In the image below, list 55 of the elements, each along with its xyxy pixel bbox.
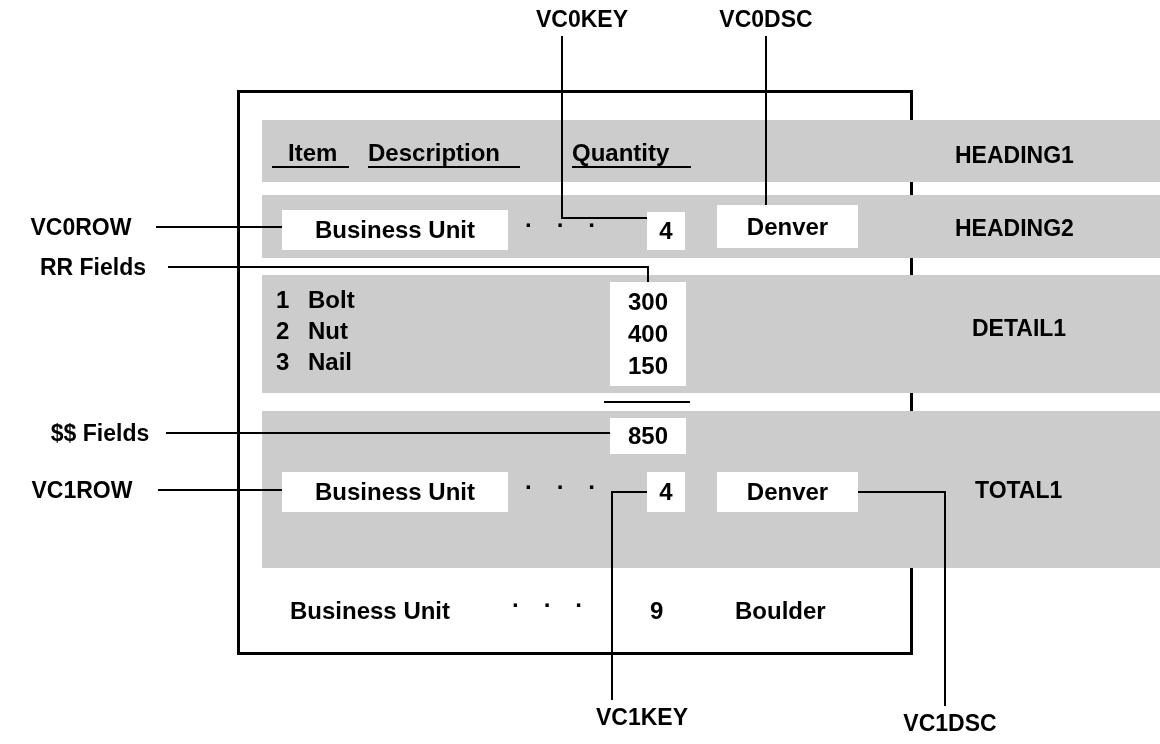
field-value: Business Unit (315, 215, 475, 245)
ellipsis-dots: · · · (525, 472, 597, 502)
row-text: Nut (308, 318, 348, 344)
leader-label: VC1ROW (6, 474, 158, 506)
field-box (282, 472, 508, 512)
leader-label: VC1KEY (572, 700, 712, 734)
field-value: 400 (627, 319, 668, 349)
leader-line (765, 35, 767, 206)
ellipsis-dots: · · · (525, 210, 597, 240)
row-text: 2 (276, 318, 290, 344)
leader-label: VC0ROW (6, 210, 156, 244)
field-box (282, 210, 508, 250)
leader-line (157, 489, 283, 491)
leader-label: RR Fields (18, 252, 168, 282)
section-name: HEADING2 (955, 217, 1074, 240)
row-text: Boulder (735, 598, 826, 624)
field-box (610, 418, 686, 454)
row-text: Nail (308, 349, 352, 375)
field-value: 300 (627, 287, 668, 317)
row-text: Business Unit (290, 598, 451, 624)
leader-line (167, 266, 649, 283)
leader-label: VC0KEY (520, 2, 644, 36)
leader-line (165, 432, 611, 434)
section-band (262, 120, 1160, 182)
row-text: 1 (276, 287, 290, 313)
leader-line (561, 35, 648, 219)
field-value: 150 (627, 351, 668, 381)
field-box (717, 472, 858, 512)
leader-label: VC0DSC (704, 2, 828, 36)
field-box (717, 205, 858, 248)
column-heading: Description (368, 140, 521, 168)
leader-label: VC1DSC (880, 706, 1020, 740)
field-value: Business Unit (315, 477, 475, 507)
row-text: Bolt (308, 287, 355, 313)
leader-line (155, 226, 283, 228)
field-value: Denver (746, 211, 829, 242)
ellipsis-dots: · · · (512, 590, 584, 620)
section-name: HEADING1 (955, 144, 1074, 167)
leader-label: $$ Fields (34, 418, 166, 448)
column-heading: Item (272, 140, 350, 168)
section-name: DETAIL1 (972, 317, 1067, 340)
row-text: 3 (276, 349, 290, 375)
field-box (610, 282, 686, 386)
field-value: 4 (659, 216, 673, 246)
field-value: 850 (627, 421, 668, 451)
section-band (262, 275, 1160, 393)
section-name: TOTAL1 (975, 479, 1063, 502)
field-box (647, 472, 685, 512)
field-box (647, 212, 685, 250)
row-text: 9 (650, 598, 664, 624)
leader-line (611, 491, 648, 701)
field-value: Denver (746, 477, 829, 507)
leader-line (857, 491, 946, 707)
field-value: 4 (659, 477, 673, 507)
column-heading: Quantity (572, 140, 692, 168)
